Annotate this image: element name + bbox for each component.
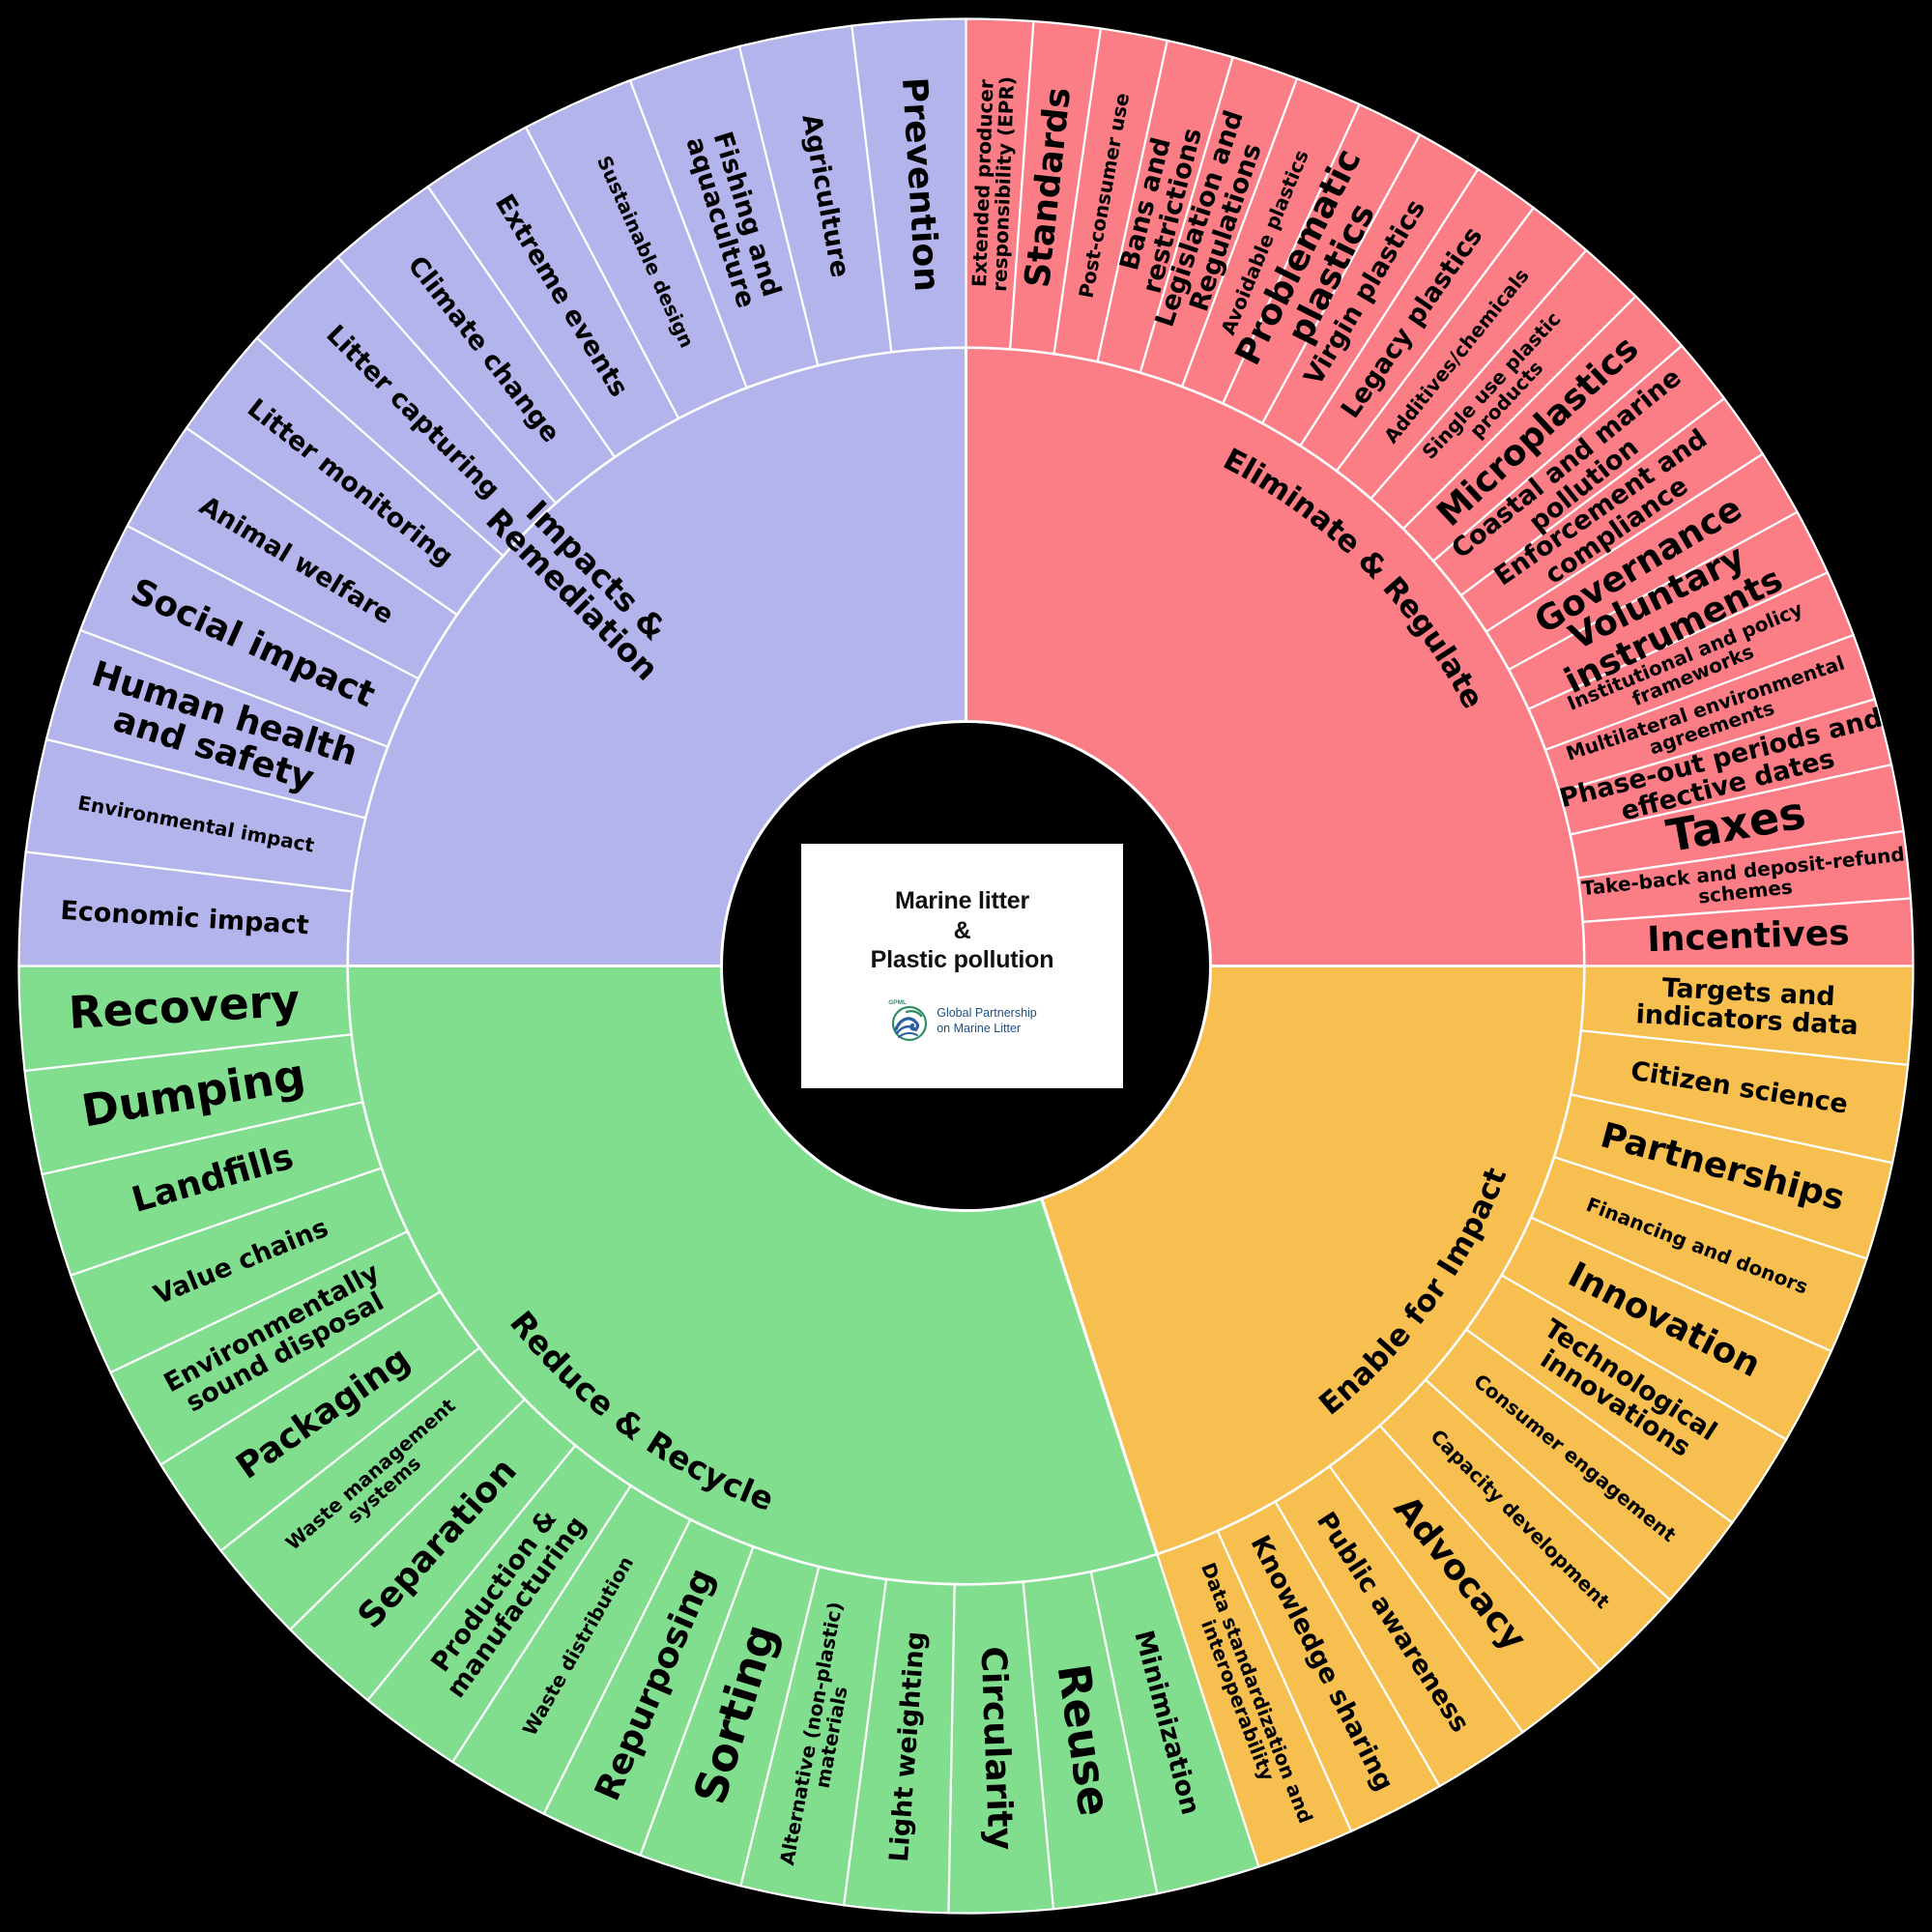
wave-circle-icon: GPML (887, 998, 930, 1043)
outer-label-extended-producer-responsibility-epr-: Extended producerresponsibility (EPR) (966, 75, 1018, 292)
outer-label-incentives: Incentives (1647, 913, 1851, 960)
outer-label-circularity: Circularity (973, 1646, 1021, 1851)
outer-segment-prevention[interactable] (851, 17, 967, 354)
logo-wordmark: Global Partnership on Marine Litter (937, 1005, 1037, 1035)
gpml-logo: GPML Global Partnership on Marine Litter (887, 998, 1037, 1043)
page-title: Marine litter & Plastic pollution (870, 887, 1054, 973)
logo-abbreviation: GPML (888, 998, 908, 1006)
sunburst-segments (17, 17, 1915, 1915)
center-label-card: Marine litter & Plastic pollution GPML G… (801, 844, 1123, 1088)
outer-label-recovery: Recovery (68, 973, 302, 1038)
outer-label-targets-and-indicators-data: Targets andindicators data (1635, 971, 1860, 1041)
